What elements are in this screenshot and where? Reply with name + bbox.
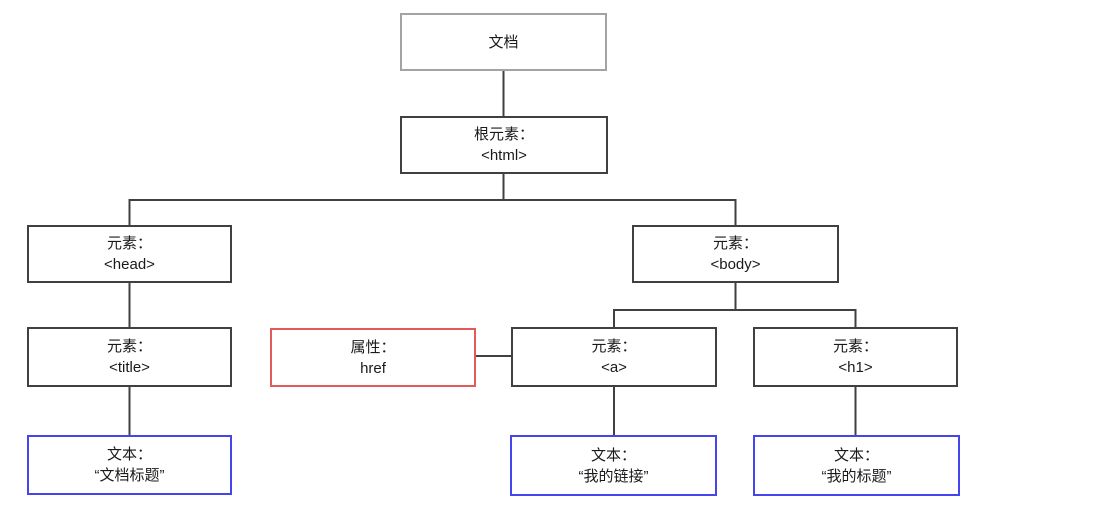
node-label: 文本： (106, 446, 152, 463)
node-text-document-title: 文本： “文档标题” (27, 435, 232, 495)
node-element-h1: 元素： <h1> (753, 327, 958, 387)
node-label: 元素： (712, 235, 758, 252)
node-root-element-html: 根元素： <html> (400, 116, 608, 174)
node-value: <body> (710, 256, 761, 273)
node-label: 元素： (832, 338, 878, 355)
node-attribute-href: 属性： href (270, 328, 476, 387)
node-value: href (360, 359, 386, 377)
node-label: 属性： (350, 338, 396, 356)
node-value: <html> (481, 147, 527, 164)
node-value: <head> (104, 256, 155, 273)
node-value: “我的标题” (821, 467, 892, 485)
node-label: 根元素： (473, 126, 534, 143)
node-text-my-link: 文本： “我的链接” (510, 435, 717, 496)
node-label: 元素： (591, 338, 637, 355)
node-value: <h1> (838, 359, 873, 376)
node-element-body: 元素： <body> (632, 225, 839, 283)
node-value: “文档标题” (94, 467, 165, 484)
node-document: 文档 (400, 13, 607, 71)
node-label: 元素： (106, 235, 152, 252)
node-value: <title> (109, 359, 150, 376)
node-label: 文档 (488, 33, 519, 51)
node-text-my-heading: 文本： “我的标题” (753, 435, 960, 496)
node-element-head: 元素： <head> (27, 225, 232, 283)
node-value: “我的链接” (578, 467, 649, 485)
node-value: <a> (601, 359, 627, 376)
node-label: 文本： (833, 446, 879, 464)
node-element-a: 元素： <a> (511, 327, 717, 387)
node-label: 文本： (590, 446, 636, 464)
node-label: 元素： (106, 338, 152, 355)
node-element-title: 元素： <title> (27, 327, 232, 387)
